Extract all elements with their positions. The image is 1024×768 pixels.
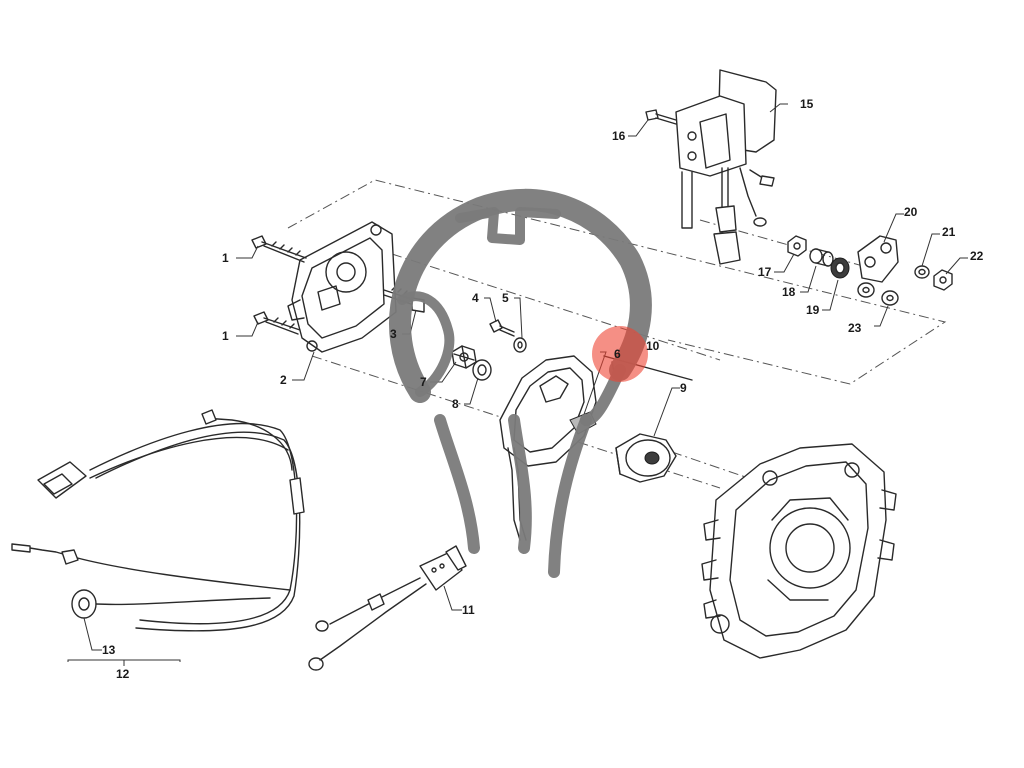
callout-5: 5: [502, 291, 509, 305]
callout-6: 6: [614, 347, 621, 361]
bracket-20[interactable]: [857, 235, 899, 283]
washer-23[interactable]: [857, 282, 899, 306]
callout-17: 17: [758, 265, 772, 279]
callout-20: 20: [904, 205, 918, 219]
callout-10: 10: [646, 339, 660, 353]
crankcase-housing[interactable]: [701, 443, 897, 659]
callout-2: 2: [280, 373, 287, 387]
callout-8: 8: [452, 397, 459, 411]
wiring-harness-12[interactable]: [11, 409, 305, 632]
stator-plate[interactable]: [287, 221, 397, 353]
callout-22: 22: [970, 249, 984, 263]
callout-11: 11: [462, 603, 475, 617]
screw-16[interactable]: [645, 109, 677, 125]
washer-5[interactable]: [513, 337, 527, 353]
spacer-18[interactable]: [809, 248, 834, 267]
callout-labels: 1 1 2 3 4 5 6 7 8 9 10 11 12 13 15 16 17…: [102, 97, 984, 681]
callout-13: 13: [102, 643, 116, 657]
callout-21: 21: [942, 225, 956, 239]
ignition-coil-15[interactable]: [675, 69, 777, 265]
screw-1-lower[interactable]: [253, 311, 301, 335]
callout-19: 19: [806, 303, 820, 317]
rotor-9[interactable]: [615, 433, 677, 483]
callout-3: 3: [390, 327, 397, 341]
callout-9: 9: [680, 381, 687, 395]
washer-21[interactable]: [914, 265, 930, 279]
grommet-19[interactable]: [830, 257, 850, 279]
callout-4: 4: [472, 291, 479, 305]
harness-group-bracket: [67, 659, 181, 666]
nut-22[interactable]: [933, 269, 953, 291]
callout-1-lower: 1: [222, 329, 229, 343]
nut-17[interactable]: [787, 235, 807, 257]
callout-18: 18: [782, 285, 796, 299]
nut-7[interactable]: [451, 345, 477, 369]
callout-12: 12: [116, 667, 130, 681]
callout-16: 16: [612, 129, 626, 143]
callout-1-upper: 1: [222, 251, 229, 265]
callout-15: 15: [800, 97, 814, 111]
selection-dot-icon: [592, 326, 648, 382]
washer-8[interactable]: [472, 359, 492, 381]
callout-7: 7: [420, 375, 427, 389]
callout-23: 23: [848, 321, 862, 335]
screw-4[interactable]: [489, 319, 515, 337]
screw-1-upper[interactable]: [251, 235, 307, 263]
sensor-cable-11[interactable]: [308, 545, 467, 671]
